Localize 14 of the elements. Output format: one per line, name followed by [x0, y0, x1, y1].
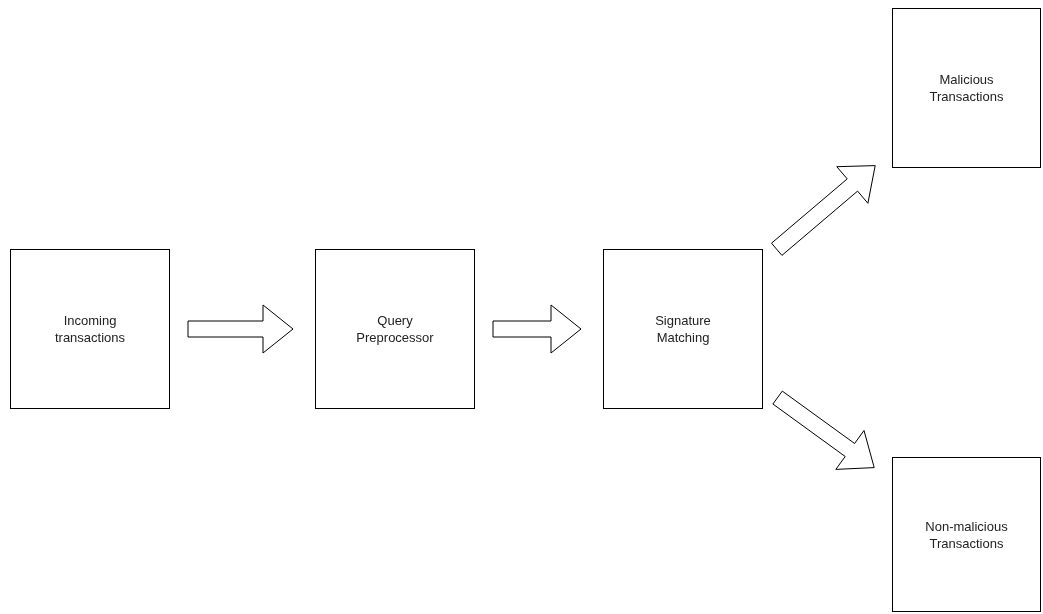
block-arrow — [772, 390, 875, 470]
box-label: Non-malicious Transactions — [924, 517, 1009, 552]
process-box — [603, 249, 763, 409]
process-box — [10, 249, 170, 409]
box-label: Query Preprocessor — [355, 312, 435, 346]
box-label: Signature Matching — [654, 312, 712, 346]
process-box — [892, 457, 1041, 612]
process-box — [892, 8, 1041, 168]
block-arrow — [492, 304, 582, 354]
block-arrow — [187, 304, 294, 354]
process-box — [315, 249, 475, 409]
box-label: Malicious Transactions — [928, 71, 1005, 105]
block-arrow — [771, 165, 876, 256]
box-label: Incoming transactions — [53, 312, 127, 346]
